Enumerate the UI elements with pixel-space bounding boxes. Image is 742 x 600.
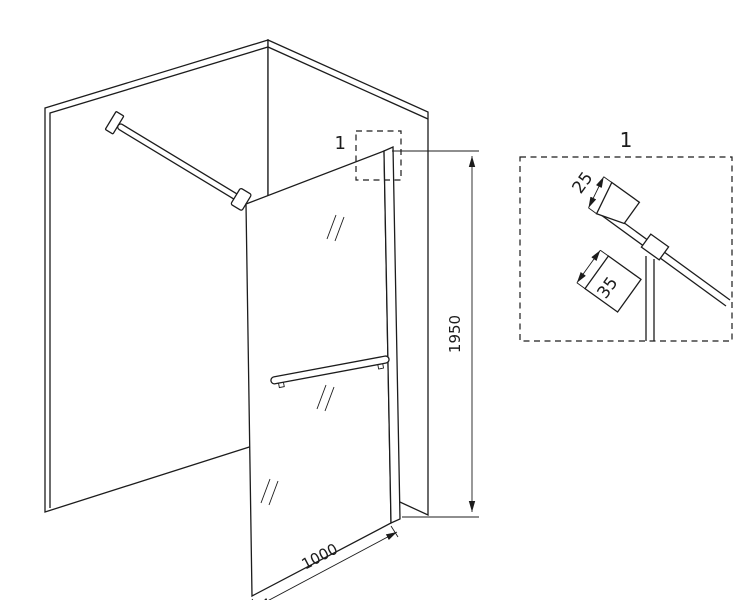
height-dimension-label: 1950 (446, 315, 464, 353)
detail-callout-label: 1 (335, 133, 346, 154)
dimension-line-25 (588, 176, 605, 209)
dimension-line-35 (576, 249, 601, 284)
detail-glass-clamp (640, 233, 670, 261)
support-bar-edge (596, 211, 727, 307)
height-dimension: 1950 (392, 150, 479, 518)
glass-shine-marks (260, 214, 345, 506)
extension-tick (588, 207, 597, 215)
detail-view-border (519, 156, 733, 342)
back-left-wall (44, 39, 269, 513)
detail-callout-box (355, 130, 402, 181)
extension-tick (600, 249, 609, 257)
dimension-line-width (258, 531, 398, 600)
detail-profile-piece-upper (595, 181, 641, 225)
detail-view: 1 25 35 (519, 128, 733, 342)
wall-profile-strip (383, 146, 401, 524)
wall-thickness-edge (49, 46, 429, 508)
main-isometric-view: 1950 1000 1 (44, 38, 479, 600)
towel-bar-rod (270, 355, 390, 385)
support-bar-glass-clamp (230, 187, 252, 211)
shine-line (316, 384, 327, 410)
shine-line (260, 478, 271, 504)
shine-line (324, 386, 335, 412)
shine-line (326, 214, 337, 240)
shine-line (268, 480, 279, 506)
extension-tick (576, 282, 586, 289)
towel-bar (270, 355, 390, 389)
shine-line (334, 216, 345, 242)
dimension-25-label: 25 (569, 168, 598, 197)
detail-callout: 1 (335, 130, 402, 181)
detail-view-label: 1 (620, 128, 633, 152)
extension-line-right (390, 525, 399, 538)
extension-tick (603, 176, 613, 183)
detail-glass-edge (645, 256, 655, 341)
